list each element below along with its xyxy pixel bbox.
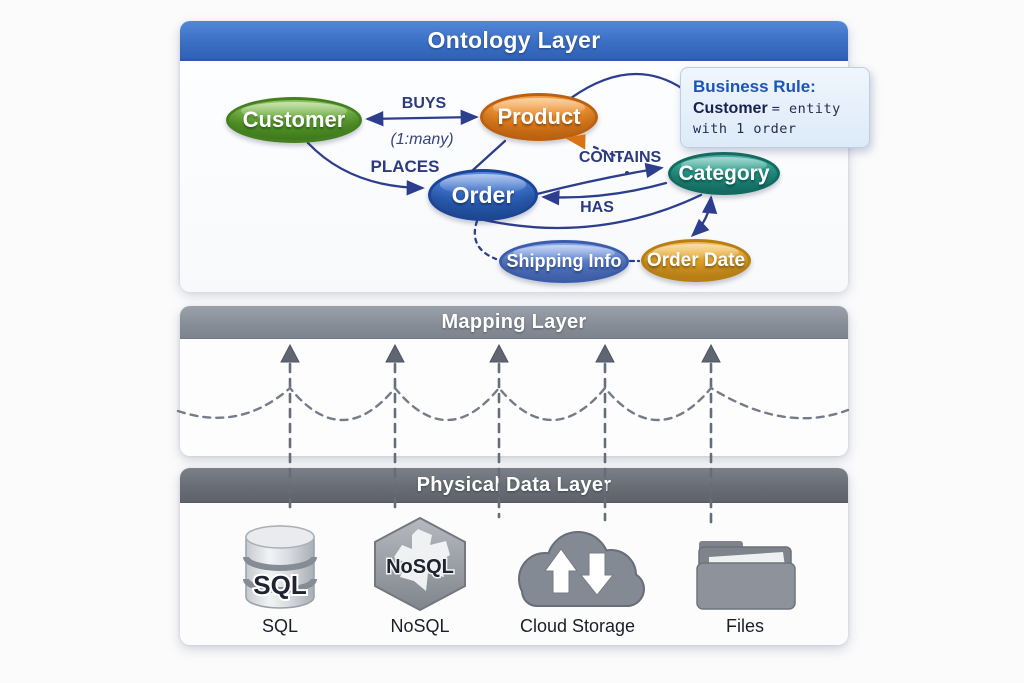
sql-database-icon: SQL (243, 525, 317, 609)
physical-data-layer-header: Physical Data Layer (180, 468, 848, 503)
physical-data-layer-panel: Physical Data Layer (180, 468, 848, 645)
files-icon-wrap (685, 513, 805, 613)
has-arrow (541, 181, 668, 206)
ontology-layer-title: Ontology Layer (427, 26, 601, 53)
entity-product: Product (480, 93, 598, 141)
mapping-layer-title: Mapping Layer (441, 310, 587, 333)
mapping-layer-panel: Mapping Layer (180, 306, 848, 456)
mapping-layer-header: Mapping Layer (180, 306, 848, 339)
business-rule-term: Customer (693, 100, 768, 117)
datasource-cloud-label: Cloud Storage (519, 616, 636, 636)
order-category-curve (469, 193, 703, 230)
business-rule-definition-2: with 1 order (693, 121, 797, 137)
relationship-cardinality-label: (1:many) (390, 131, 454, 148)
business-rule-line: Customer= entity (693, 100, 857, 118)
ontology-diagram: Customer Product Order Category Shipping… (180, 61, 870, 292)
order-shipping-dashed (473, 219, 498, 261)
business-rule-callout: Business Rule: Customer= entity with 1 o… (680, 67, 870, 148)
product-rule-curve (569, 72, 685, 100)
datasource-nosql: NoSQL NoSQL (360, 513, 480, 637)
download-arrow-icon (579, 552, 614, 596)
entity-order-date: Order Date (641, 239, 751, 282)
entity-shipping-info: Shipping Info (499, 240, 629, 283)
upload-arrow-icon (543, 548, 578, 594)
svg-text:SQL: SQL (253, 570, 307, 600)
physical-data-layer-title: Physical Data Layer (416, 473, 612, 496)
relationship-label-has: HAS (580, 199, 614, 216)
product-contains-dashed (592, 145, 623, 160)
ontology-layer-panel: Ontology Layer (180, 21, 870, 292)
datasource-sql-label: SQL (261, 616, 299, 636)
relationship-label-buys: BUYS (401, 95, 447, 112)
business-rule-title: Business Rule: (693, 77, 816, 96)
entity-shipping-info-label: Shipping Info (506, 251, 622, 271)
entity-customer-label: Customer (242, 107, 346, 132)
nosql-hexagon-icon: NoSQL (374, 516, 466, 612)
datasource-nosql-label: NoSQL (390, 616, 450, 636)
files-folder-icon (696, 541, 796, 610)
ontology-layer-header: Ontology Layer (180, 21, 848, 61)
datasource-sql: SQL SQL (220, 513, 340, 637)
ontology-connectors (306, 72, 718, 263)
entity-category: Category (668, 152, 780, 195)
svg-text:NoSQL: NoSQL (386, 556, 454, 578)
order-product-line (471, 139, 507, 172)
datasource-cloud: Cloud Storage (500, 513, 655, 637)
category-orderdate-double-arrow (690, 195, 718, 237)
places-arrow (306, 141, 425, 196)
buys-double-arrow (365, 109, 479, 127)
business-rule-definition-1: = entity (771, 101, 841, 117)
entity-order: Order (428, 169, 538, 221)
sql-icon-wrap: SQL (220, 513, 340, 613)
cloud-icon-wrap (500, 513, 655, 613)
physical-sources: SQL SQL NoSQL (180, 503, 848, 645)
datasource-files-label: Files (725, 616, 764, 636)
nosql-icon-wrap: NoSQL (360, 513, 480, 613)
entity-order-label: Order (451, 181, 515, 208)
entity-category-label: Category (678, 161, 770, 185)
cloud-storage-icon (517, 531, 645, 607)
relationship-label-places: PLACES (370, 157, 440, 176)
entity-order-date-label: Order Date (646, 249, 746, 271)
datasource-files: Files (685, 513, 805, 637)
relationship-label-contains: CONTAINS (578, 149, 662, 166)
mapping-diagram (180, 339, 848, 456)
contains-arrow (535, 162, 664, 196)
entity-product-label: Product (497, 104, 581, 129)
entity-customer: Customer (226, 97, 362, 143)
